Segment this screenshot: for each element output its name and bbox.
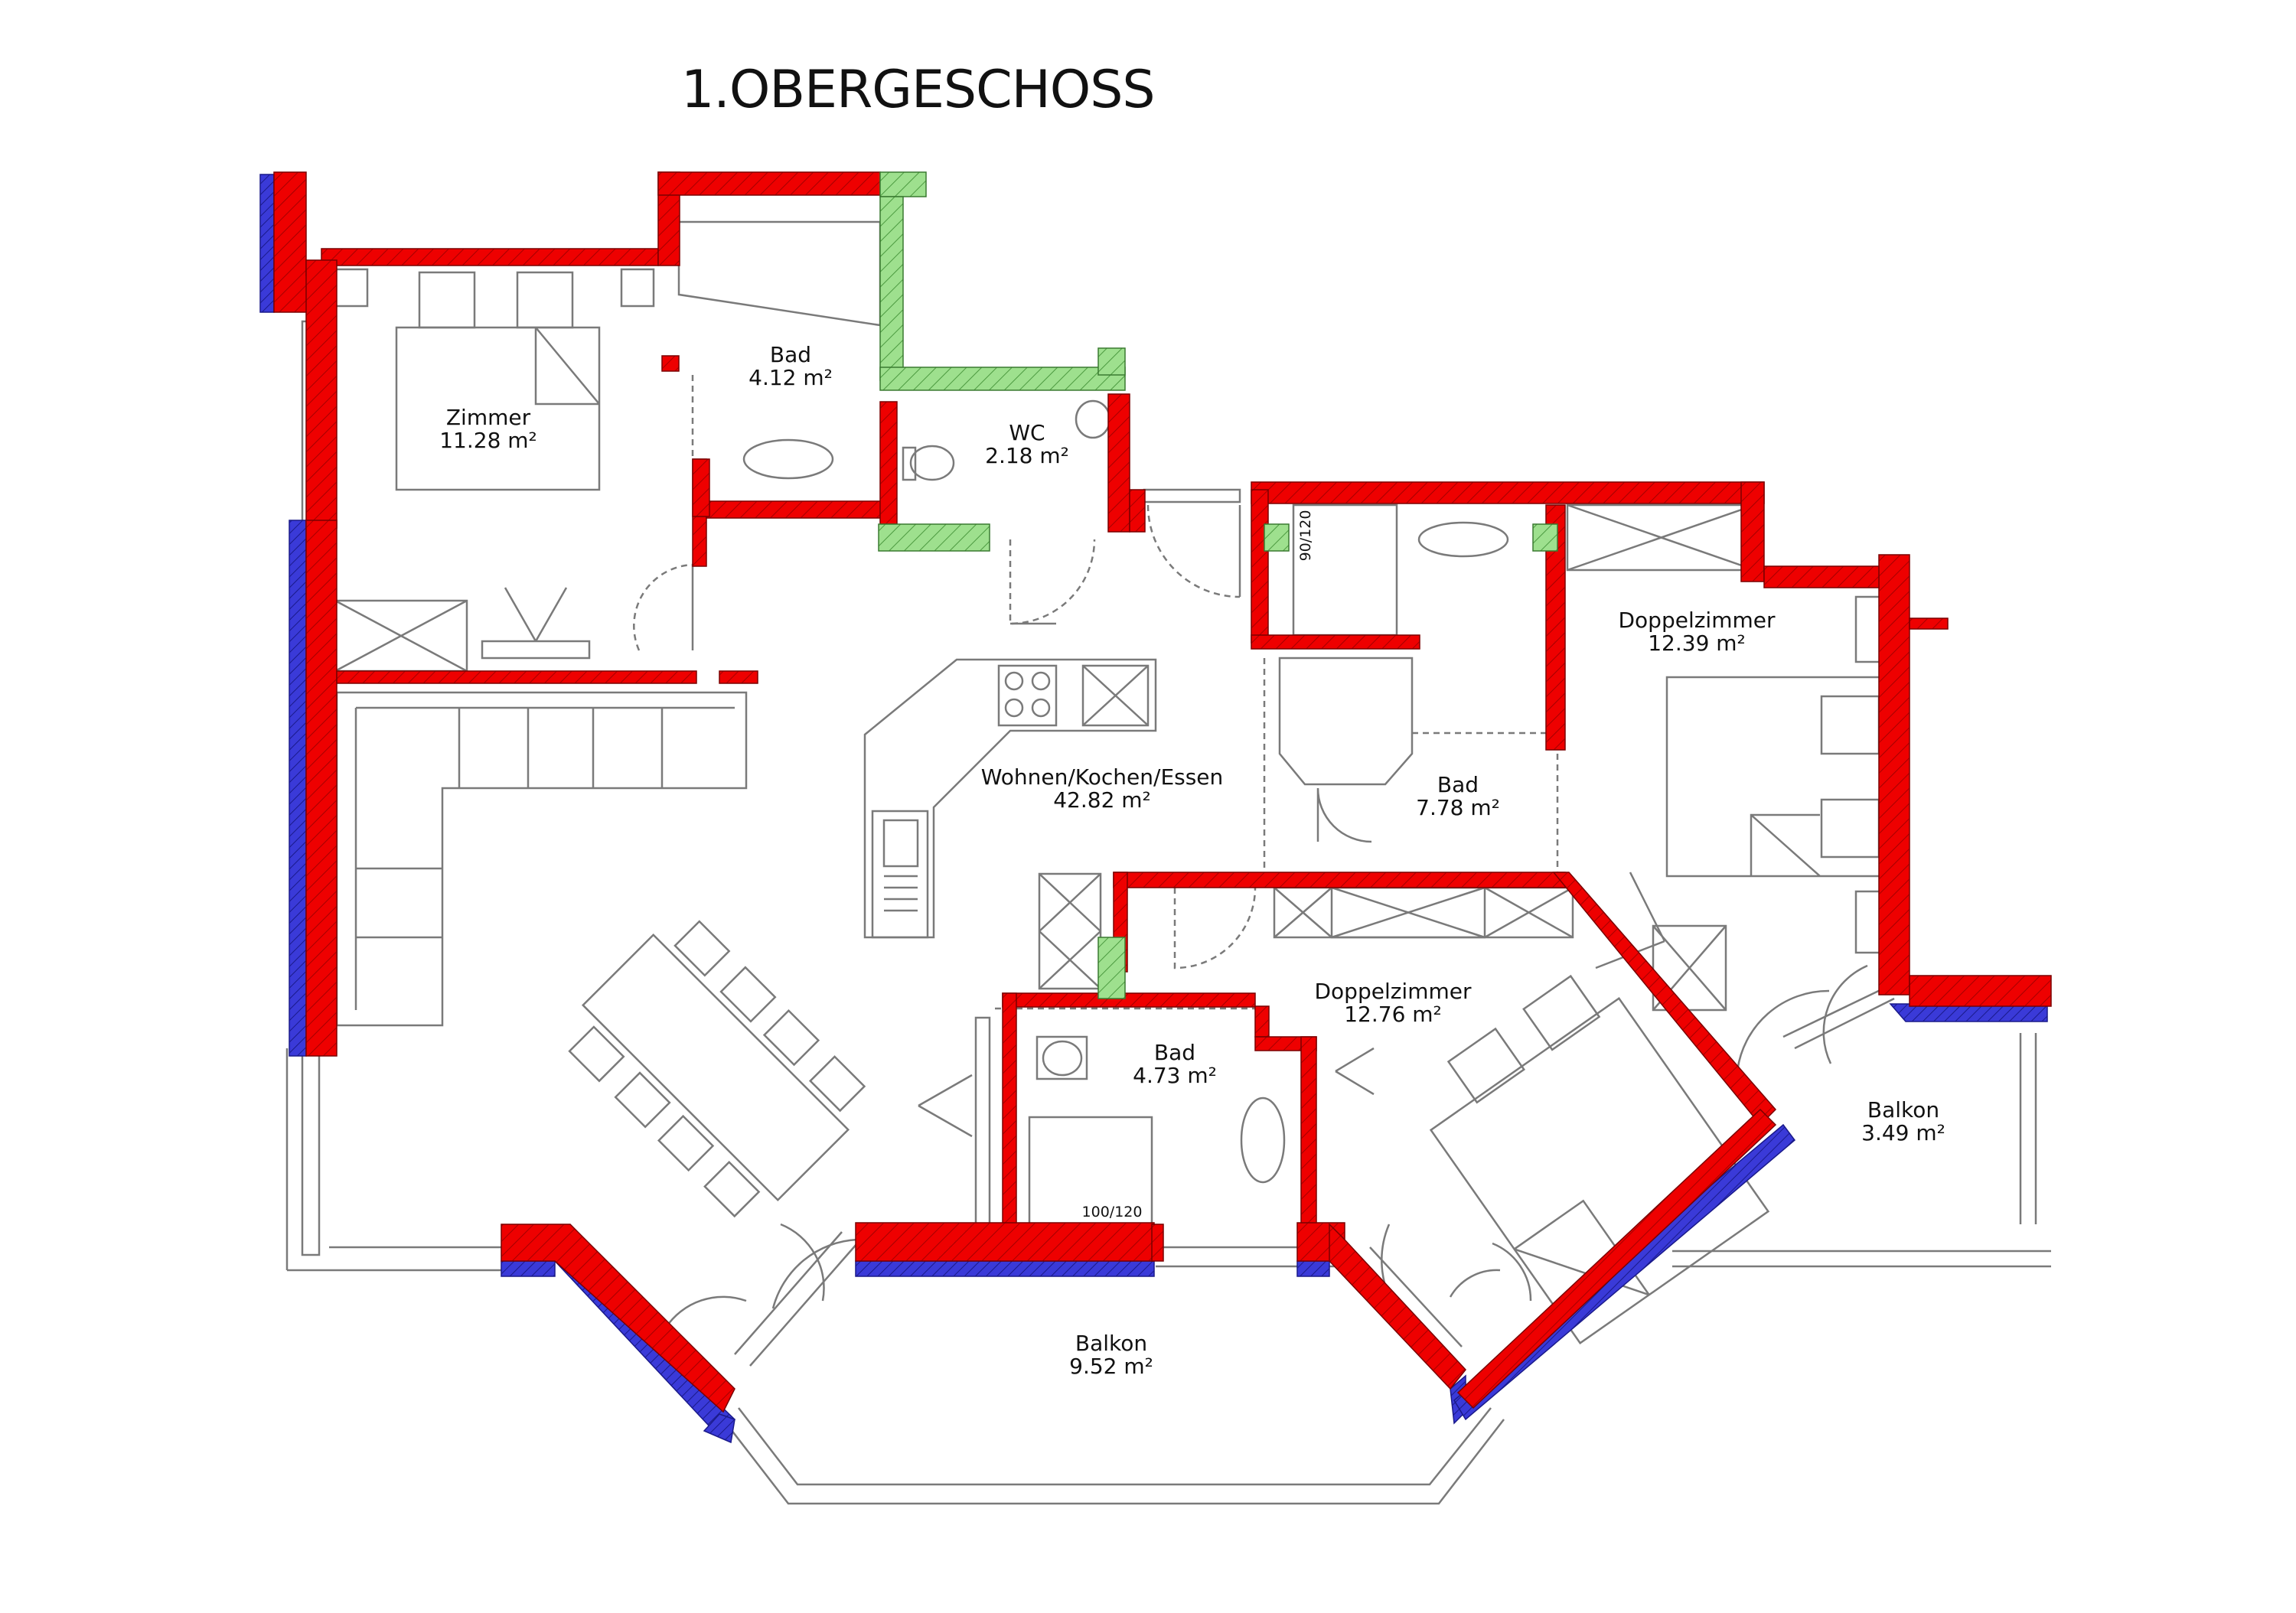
room-bad1-name: Bad — [770, 342, 811, 367]
room-bad3-name: Bad — [1154, 1040, 1195, 1065]
room-zimmer-area: 11.28 m² — [439, 428, 537, 453]
room-balkon1-name: Balkon — [1867, 1097, 1939, 1123]
shower-size-bad3: 100/120 — [1082, 1204, 1143, 1220]
room-bad3-area: 4.73 m² — [1133, 1063, 1217, 1088]
room-doppel1-name: Doppelzimmer — [1618, 608, 1775, 633]
room-balkon1-area: 3.49 m² — [1861, 1120, 1945, 1145]
room-wohnen-area: 42.82 m² — [1053, 787, 1151, 813]
room-doppel2-area: 12.76 m² — [1344, 1002, 1442, 1027]
room-balkon2-area: 9.52 m² — [1069, 1354, 1153, 1379]
room-wc-area: 2.18 m² — [985, 443, 1069, 468]
room-wohnen-name: Wohnen/Kochen/Essen — [981, 764, 1224, 790]
room-bad2-name: Bad — [1437, 772, 1479, 797]
room-wc-name: WC — [1009, 420, 1045, 445]
room-labels: Zimmer 11.28 m² Bad 4.12 m² WC 2.18 m² W… — [439, 342, 1945, 1379]
new-walls — [878, 171, 1558, 999]
furniture-lines — [285, 220, 2051, 1505]
room-doppel1-area: 12.39 m² — [1648, 631, 1746, 656]
shower-size-bad2: 90/120 — [1297, 510, 1314, 562]
room-bad1-area: 4.12 m² — [748, 365, 833, 390]
room-zimmer-name: Zimmer — [446, 405, 531, 430]
plan-title: 1.OBERGESCHOSS — [681, 60, 1156, 120]
room-balkon2-name: Balkon — [1075, 1331, 1147, 1356]
room-bad2-area: 7.78 m² — [1416, 795, 1500, 820]
room-doppel2-name: Doppelzimmer — [1314, 979, 1471, 1004]
walls — [273, 171, 2052, 1413]
